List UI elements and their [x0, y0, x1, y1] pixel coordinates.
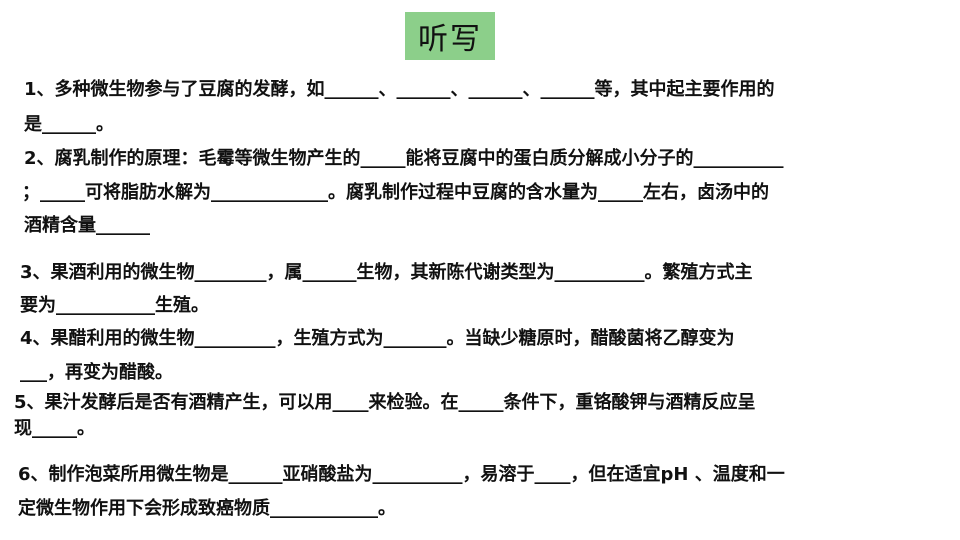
- q5-line-1: 5、果汁发酵后是否有酒精产生，可以用____来检验。在_____条件下，重铬酸钾…: [14, 392, 756, 413]
- q1-line-1: 1、多种微生物参与了豆腐的发酵，如______、______、______、__…: [24, 79, 775, 100]
- q3-line-2: 要为___________生殖。: [20, 295, 209, 316]
- q4-line-1: 4、果醋利用的微生物_________，生殖方式为_______。当缺少糖原时，…: [20, 328, 735, 349]
- q6-line-1: 6、制作泡菜所用微生物是______亚硝酸盐为__________，易溶于___…: [18, 464, 785, 485]
- q2-line-2: ；_____可将脂肪水解为_____________。腐乳制作过程中豆腐的含水量…: [22, 182, 769, 203]
- q5-line-2: 现_____。: [14, 418, 95, 439]
- q4-line-2: ___，再变为醋酸。: [20, 362, 173, 383]
- q3-line-1: 3、果酒利用的微生物________，属______生物，其新陈代谢类型为___…: [20, 262, 753, 283]
- q6-line-2: 定微生物作用下会形成致癌物质____________。: [18, 498, 396, 519]
- q1-line-2: 是______。: [24, 114, 114, 135]
- q2-line-1: 2、腐乳制作的原理：毛霉等微生物产生的_____能将豆腐中的蛋白质分解成小分子的…: [24, 148, 784, 169]
- q2-line-3: 酒精含量______: [24, 215, 150, 236]
- page-title: 听写: [405, 12, 495, 60]
